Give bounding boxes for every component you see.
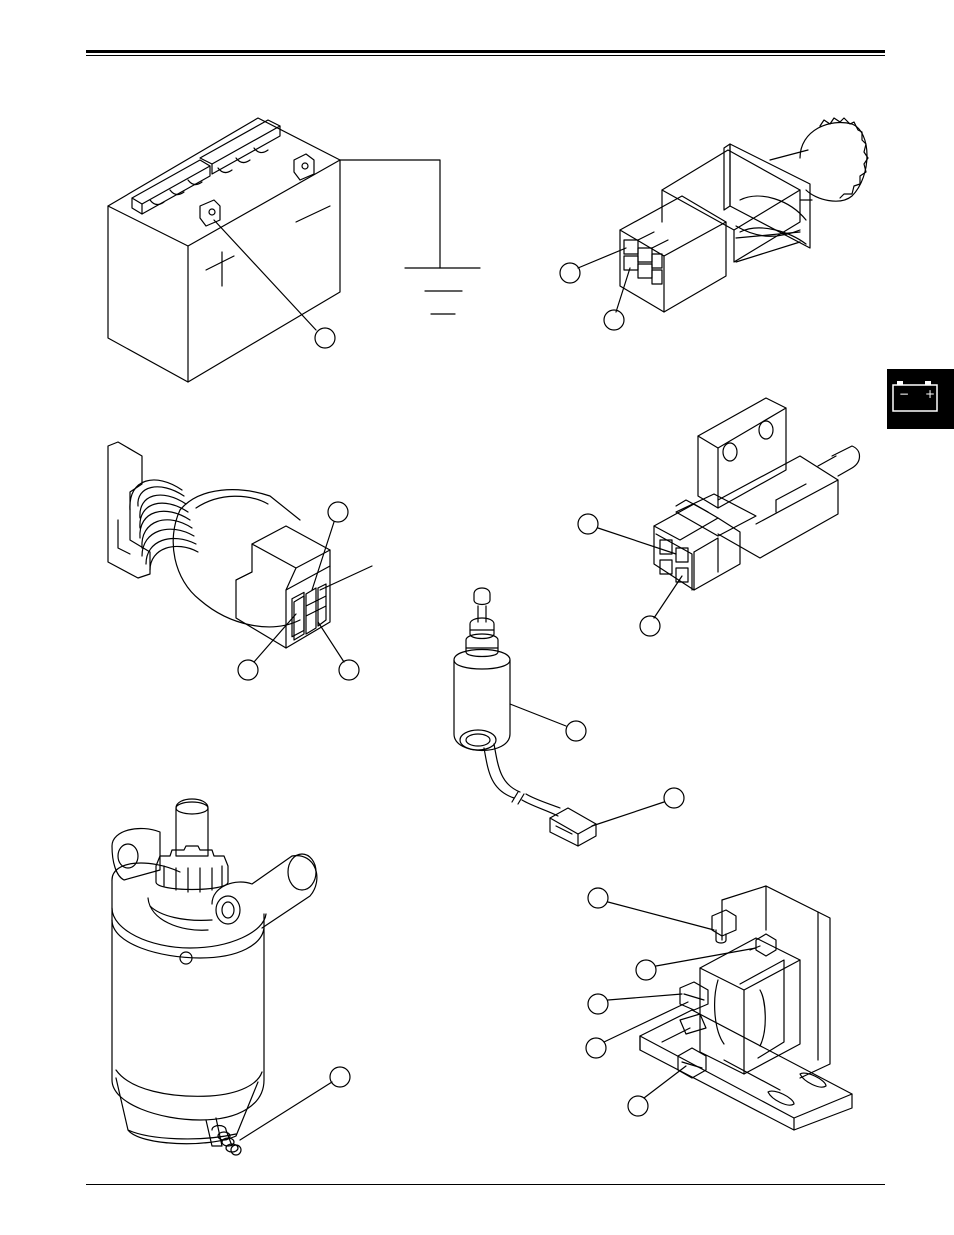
key-switch-figure xyxy=(108,442,372,680)
starter-motor-figure xyxy=(112,799,350,1155)
ignition-switch-figure xyxy=(560,118,868,330)
fuel-solenoid-figure xyxy=(454,588,684,846)
battery-figure xyxy=(108,118,480,382)
interlock-switch-figure xyxy=(578,398,860,636)
starter-solenoid-figure xyxy=(586,886,852,1130)
